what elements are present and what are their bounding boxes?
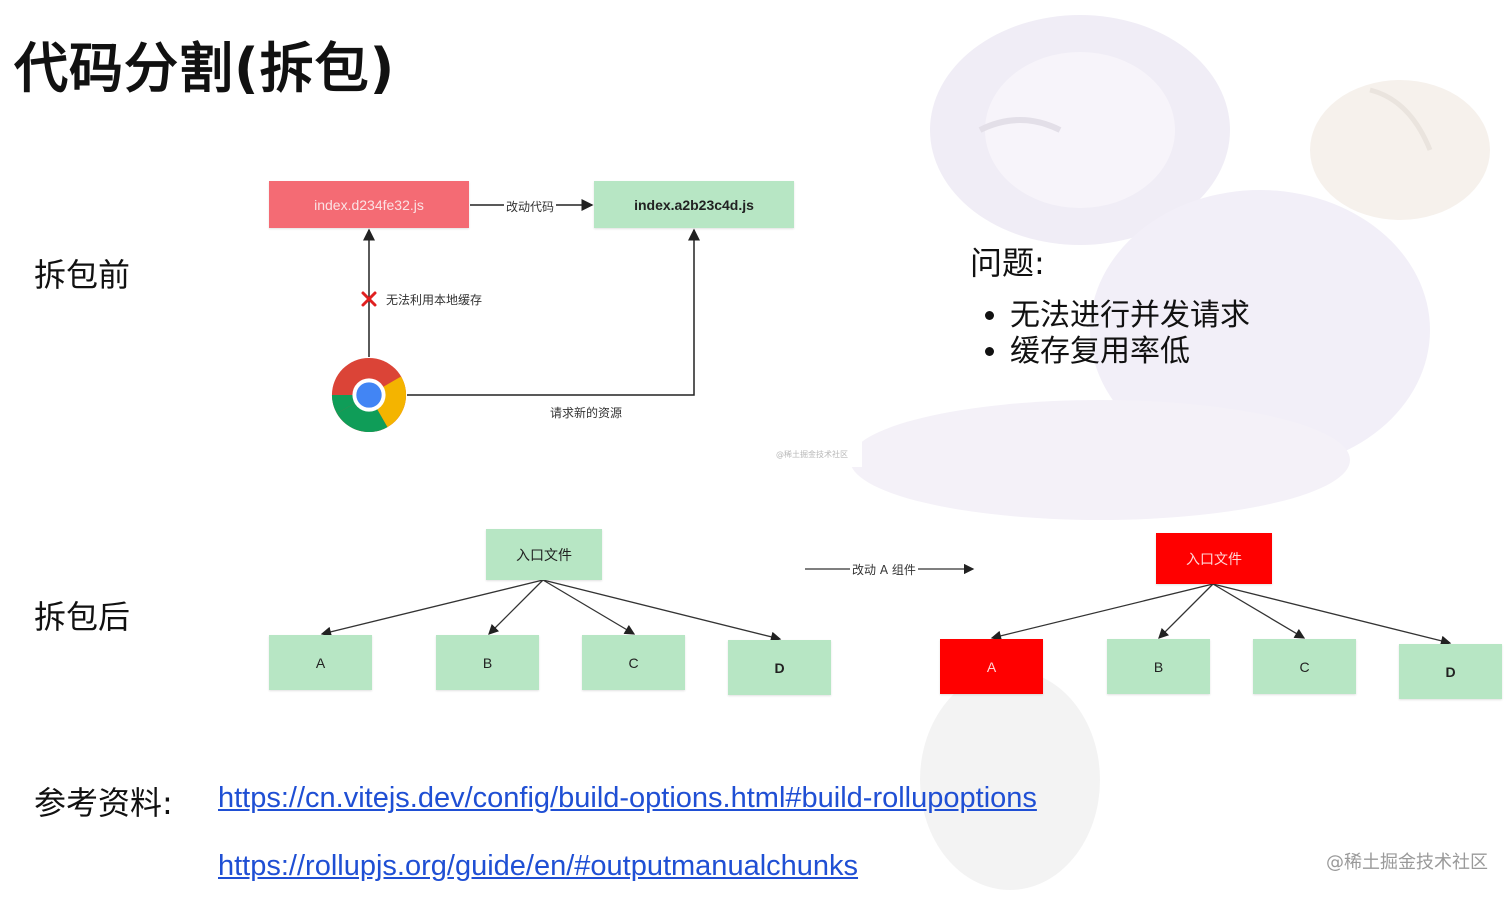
site-watermark: @稀土掘金技术社区	[1326, 852, 1488, 873]
request-new-label: 请求新的资源	[550, 406, 623, 420]
references-label: 参考资料:	[34, 784, 173, 822]
problems-heading: 问题:	[970, 244, 1045, 282]
edge-request-new	[407, 228, 700, 396]
before-diagram-panel: index.d234fe32.js index.a2b23c4d.js 改动代码…	[262, 152, 862, 467]
problem-item: 无法进行并发请求	[1010, 298, 1250, 334]
old-file-box: index.d234fe32.js	[269, 181, 469, 228]
page-title: 代码分割(拆包)	[14, 37, 396, 100]
problem-item: 缓存复用率低	[1010, 334, 1250, 370]
reference-link-vite[interactable]: https://cn.vitejs.dev/config/build-optio…	[218, 782, 1037, 814]
chrome-icon	[331, 357, 407, 433]
panel-watermark: @稀土掘金技术社区	[776, 450, 848, 459]
reference-link-rollup[interactable]: https://rollupjs.org/guide/en/#outputman…	[218, 850, 859, 882]
before-label: 拆包前	[34, 256, 131, 294]
new-file-box: index.a2b23c4d.js	[594, 181, 794, 228]
problems-list: 无法进行并发请求 缓存复用率低	[970, 298, 1250, 370]
after-label: 拆包后	[34, 598, 131, 636]
cross-icon	[361, 291, 377, 307]
no-cache-label: 无法利用本地缓存	[386, 293, 483, 307]
change-code-label: 改动代码	[504, 198, 557, 215]
problems-block: 问题: 无法进行并发请求 缓存复用率低	[970, 238, 1250, 370]
